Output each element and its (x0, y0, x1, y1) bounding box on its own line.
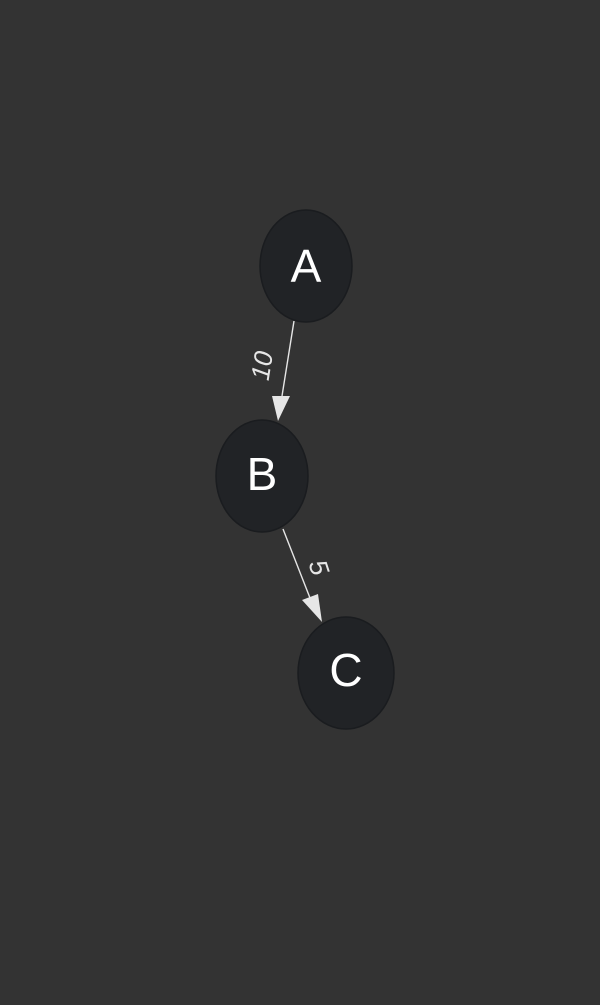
node-b[interactable]: B (215, 419, 309, 533)
edge-a-b-arrowhead (272, 396, 290, 421)
edge-a-to-b: 10 (245, 320, 295, 421)
edge-a-b-line (281, 320, 295, 397)
node-a-label: A (291, 240, 322, 292)
edge-b-c-arrowhead (302, 594, 322, 622)
node-a-shape (259, 209, 353, 323)
node-c[interactable]: C (297, 616, 395, 730)
node-c-shape (297, 616, 395, 730)
node-b-label: B (247, 448, 278, 500)
node-c-label: C (329, 644, 362, 696)
edge-b-c-line (282, 528, 311, 599)
edge-b-to-c: 5 (282, 528, 336, 622)
node-a[interactable]: A (259, 209, 353, 323)
node-b-shape (215, 419, 309, 533)
edge-a-b-weight: 10 (245, 349, 279, 383)
edge-b-c-weight: 5 (303, 556, 336, 580)
